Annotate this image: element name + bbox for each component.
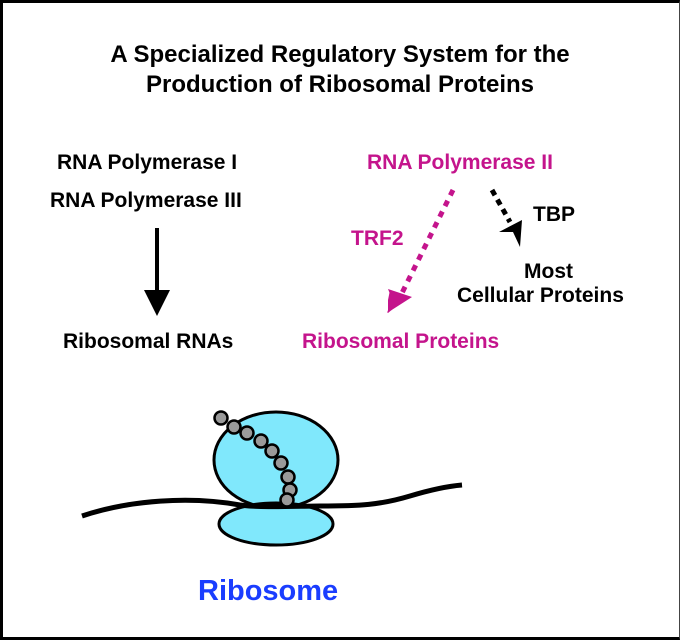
peptide-bead [279, 492, 295, 508]
trf2-label: TRF2 [351, 227, 404, 250]
mrna-strand [81, 482, 463, 519]
tbp-dotted-arrow-shaft [489, 188, 513, 224]
ribosome-label: Ribosome [198, 575, 339, 607]
rna-polymerase-1-label: RNA Polymerase I [57, 151, 238, 174]
cellular-proteins-label: Cellular Proteins [457, 284, 624, 307]
tbp-label: TBP [533, 203, 575, 226]
peptide-bead [280, 469, 296, 485]
peptide-bead [253, 433, 269, 449]
small-subunit [217, 501, 335, 547]
peptide-bead [213, 410, 229, 426]
tbp-arrow-head [499, 220, 522, 247]
peptide-chain [213, 410, 298, 508]
ribosomal-rnas-label: Ribosomal RNAs [63, 330, 234, 353]
peptide-bead [273, 455, 289, 471]
rna-polymerase-3-label: RNA Polymerase III [50, 189, 242, 212]
trf2-arrow-head-shape [387, 289, 412, 313]
peptide-bead [226, 419, 242, 435]
title-line-1: A Specialized Regulatory System for the [110, 41, 570, 68]
trf2-dotted-arrow-shaft [399, 188, 456, 295]
peptide-bead [264, 443, 280, 459]
most-label: Most [524, 260, 573, 283]
title-line-2: Production of Ribosomal Proteins [145, 71, 535, 98]
rna-polymerase-2-label: RNA Polymerase II [367, 151, 553, 174]
ribosome-illustration [81, 410, 463, 547]
ribosomal-proteins-label: Ribosomal Proteins [302, 330, 500, 353]
solid-arrow-head [144, 290, 170, 316]
peptide-bead [239, 425, 255, 441]
